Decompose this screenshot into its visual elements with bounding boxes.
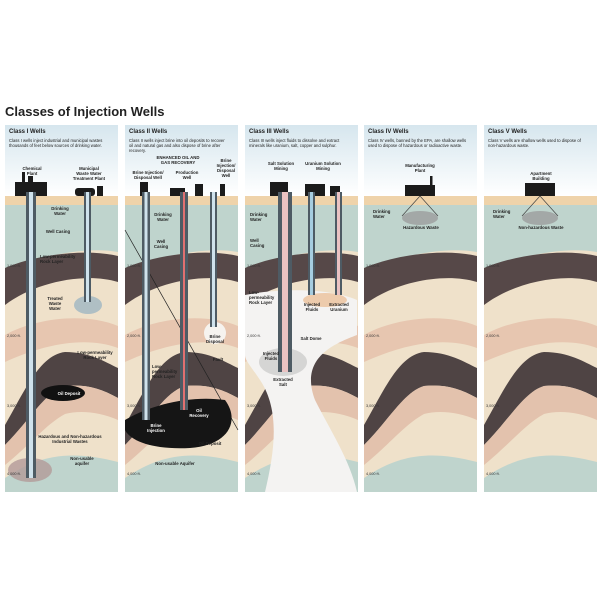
depth-label: 2,000 ft. <box>366 334 380 338</box>
label-brine-disposal: Brine Disposal <box>206 334 224 344</box>
depth-label: 3,000 ft. <box>247 404 261 408</box>
label-brine-disposal-well: Brine Injection/ Disposal Well <box>216 158 236 178</box>
panel-2-desc: Class II wells inject brine into oil dep… <box>129 138 225 154</box>
non-hazardous-waste-zone <box>522 211 558 225</box>
oil-deposit <box>41 385 85 401</box>
brine-disposal-zone <box>204 322 226 344</box>
label-brine-injection: Brine Injection <box>147 423 165 433</box>
page-title: Classes of Injection Wells <box>5 104 165 119</box>
label-drinking-water: Drinking Water <box>373 209 391 219</box>
panel-4-geology <box>364 125 477 492</box>
class-2-wells <box>142 192 217 420</box>
label-injected-fluids-2: Injected Fluids <box>262 351 280 361</box>
label-brine-injection-well: Brine Injection/ Disposal Well <box>132 170 164 180</box>
manufacturing-plant-icon <box>405 176 435 196</box>
depth-label: 4,000 ft. <box>127 472 141 476</box>
label-extracted-salt: Extracted Salt <box>273 377 293 387</box>
apartment-building-icon <box>525 183 555 196</box>
label-oil-recovery: Oil Recovery <box>189 408 209 418</box>
label-chemical-plant: Chemical Plant <box>22 166 42 176</box>
depth-label: 3,000 ft. <box>127 404 141 408</box>
panel-5-desc: Class V wells are shallow wells used to … <box>488 138 581 149</box>
depth-label: 1,000 ft. <box>247 264 261 268</box>
panel-1-desc: Class I wells inject industrial and muni… <box>9 138 103 149</box>
label-production-well: Production Well <box>175 170 199 180</box>
label-salt-dome: Salt Dome <box>300 336 322 341</box>
class-1-wells <box>26 192 91 478</box>
treated-waste-plume <box>74 296 102 314</box>
label-fault: Fault <box>212 357 224 362</box>
label-salt-solution-mining: Salt Solution Mining <box>267 161 295 171</box>
hazardous-waste-zone <box>402 211 438 225</box>
depth-label: 2,000 ft. <box>247 334 261 338</box>
label-treated-waste-water: Treated Waste Water <box>47 296 63 311</box>
label-well-casing: Well Casing <box>45 229 71 234</box>
depth-label: 4,000 ft. <box>486 472 500 476</box>
oil-facilities-icon <box>140 182 225 196</box>
depth-label: 4,000 ft. <box>7 472 21 476</box>
label-uranium-solution-mining: Uranium Solution Mining <box>305 161 341 171</box>
label-oil-deposit: Oil Deposit <box>198 441 222 446</box>
panel-2-title: Class II Wells <box>129 129 168 135</box>
depth-label: 4,000 ft. <box>366 472 380 476</box>
label-injected-fluids: Injected Fluids <box>303 302 321 312</box>
oil-deposit <box>125 398 232 449</box>
label-non-usable-aquifer: Non-usable aquifer <box>70 456 94 466</box>
depth-label: 3,000 ft. <box>7 404 21 408</box>
label-rock-layer-2: Low-permeability Rock Layer <box>77 350 113 360</box>
panel-3-desc: Class III wells inject fluids to dissolv… <box>249 138 340 149</box>
label-non-usable-aquifer: Non-usable Aquifer <box>155 461 195 466</box>
depth-label: 1,000 ft. <box>366 264 380 268</box>
salt-dome <box>245 290 357 492</box>
depth-label: 2,000 ft. <box>7 334 21 338</box>
label-extracted-uranium: Extracted Uranium <box>329 302 349 312</box>
label-drinking-water: Drinking Water <box>154 212 172 222</box>
panel-3-title: Class III Wells <box>249 129 289 135</box>
label-well-casing: Well Casing <box>250 238 265 248</box>
label-rock-layer: Low- permeability Rock Layer <box>152 364 178 379</box>
label-drinking-water: Drinking Water <box>51 206 69 216</box>
panel-5-title: Class V Wells <box>488 129 527 135</box>
class-3-wells <box>278 192 342 372</box>
depth-label: 3,000 ft. <box>486 404 500 408</box>
label-apartment-building: Apartment Building <box>530 171 552 181</box>
panel-1-title: Class I Wells <box>9 129 46 135</box>
depth-label: 2,000 ft. <box>486 334 500 338</box>
label-rock-layer: Low- permeability Rock Layer <box>249 290 275 305</box>
panel-4-title: Class IV Wells <box>368 129 409 135</box>
label-drinking-water: Drinking Water <box>493 209 511 219</box>
depth-label: 1,000 ft. <box>127 264 141 268</box>
panel-4-desc: Class IV wells, banned by the EPA, are s… <box>368 138 467 149</box>
label-industrial-wastes: Hazardous and Non-hazardous Industrial W… <box>38 434 102 444</box>
depth-label: 3,000 ft. <box>366 404 380 408</box>
depth-label: 4,000 ft. <box>247 472 261 476</box>
label-well-casing: Well Casing <box>153 239 169 249</box>
uranium-zone <box>303 293 347 307</box>
label-non-hazardous-waste: Non-hazardous Waste <box>518 225 564 230</box>
label-hazardous-waste: Hazardous Waste <box>403 225 439 230</box>
depth-label: 1,000 ft. <box>7 264 21 268</box>
label-treatment-plant: Municipal Waste Water Treatment Plant <box>72 166 106 181</box>
depth-label: 1,000 ft. <box>486 264 500 268</box>
label-rock-layer: Low-permeability Rock Layer <box>40 254 76 264</box>
label-enhanced-recovery: ENHANCED OIL AND GAS RECOVERY <box>156 155 200 165</box>
label-drinking-water: Drinking Water <box>250 212 268 222</box>
label-manufacturing-plant: Manufacturing Plant <box>405 163 435 173</box>
label-oil-deposit: Oil Deposit <box>57 391 81 396</box>
chemical-plant-icon <box>15 172 47 196</box>
depth-label: 2,000 ft. <box>127 334 141 338</box>
